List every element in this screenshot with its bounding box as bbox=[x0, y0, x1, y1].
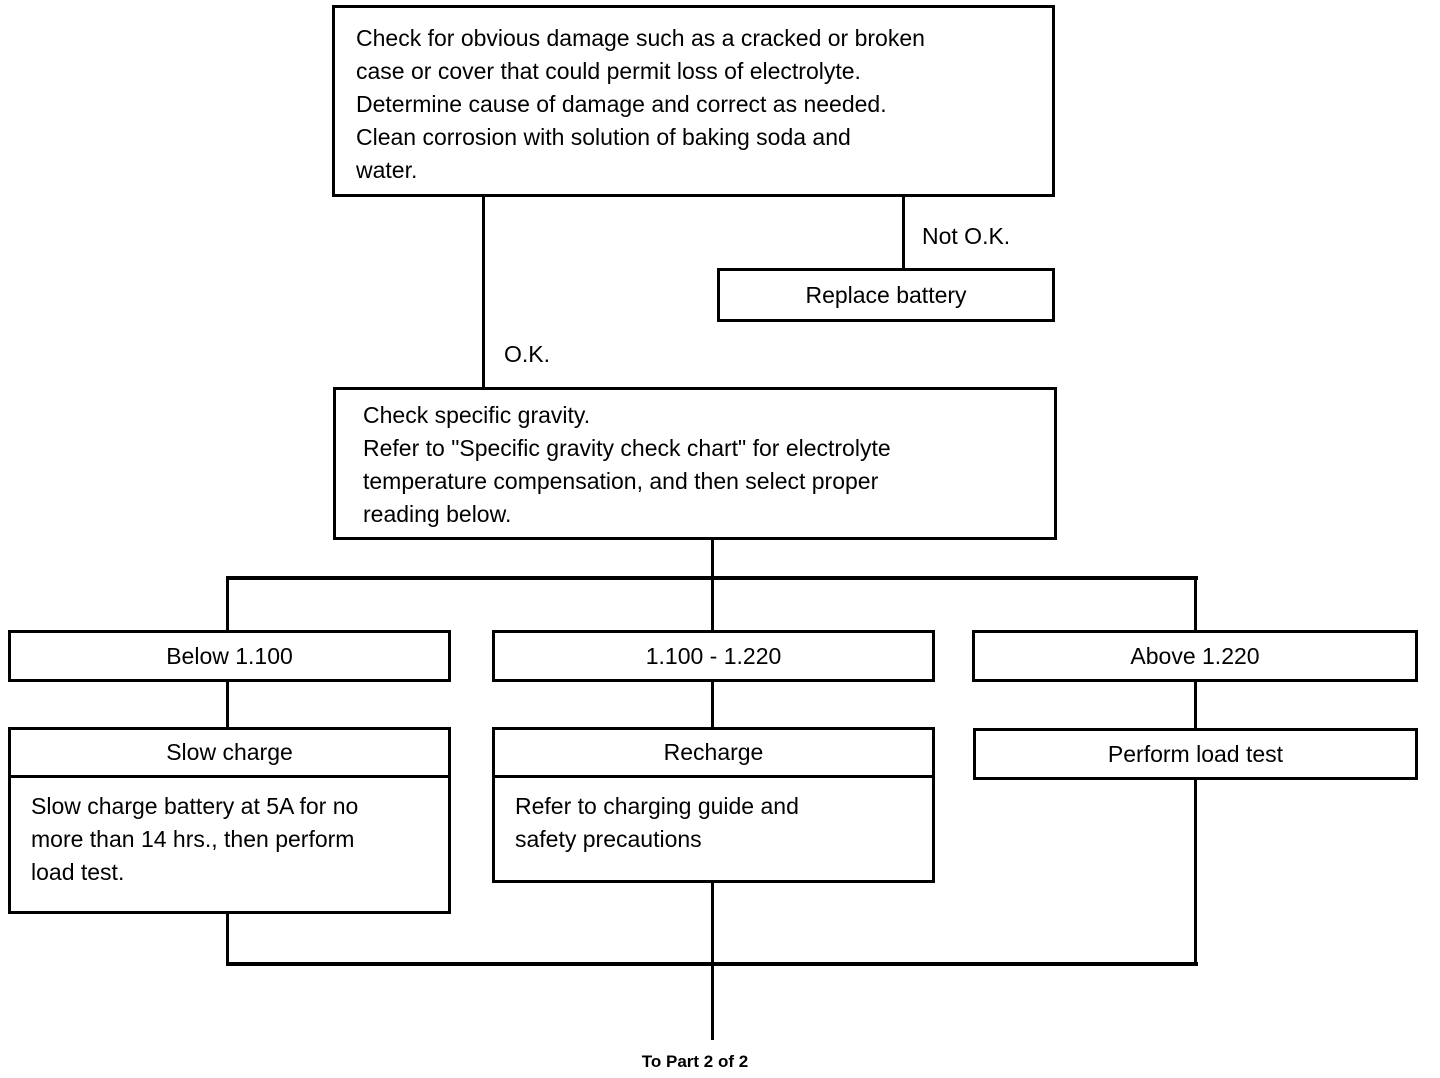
connector-ok bbox=[482, 197, 485, 387]
connector-branch-horizontal bbox=[226, 576, 1198, 580]
node-condition-above-1220: Above 1.220 bbox=[972, 630, 1418, 682]
connector-below-to-slow-charge bbox=[226, 682, 229, 728]
node-condition-1100-1220: 1.100 - 1.220 bbox=[492, 630, 935, 682]
recharge-title: Recharge bbox=[495, 730, 932, 778]
connector-gravity-stem bbox=[711, 540, 714, 632]
node-condition-below-1100: Below 1.100 bbox=[8, 630, 451, 682]
edge-label-ok: O.K. bbox=[504, 341, 551, 367]
connector-load-test-down bbox=[1194, 779, 1197, 965]
node-recharge: Recharge Refer to charging guide and saf… bbox=[492, 727, 935, 883]
connector-slow-charge-down bbox=[226, 913, 229, 965]
node-slow-charge: Slow charge Slow charge battery at 5A fo… bbox=[8, 727, 451, 914]
slow-charge-detail: Slow charge battery at 5A for no more th… bbox=[31, 793, 359, 885]
node-perform-load-test: Perform load test bbox=[973, 728, 1418, 780]
slow-charge-title: Slow charge bbox=[11, 730, 448, 778]
footer-label: To Part 2 of 2 bbox=[641, 1052, 749, 1071]
recharge-detail: Refer to charging guide and safety preca… bbox=[515, 793, 799, 852]
node-gravity-check: Check specific gravity. Refer to "Specif… bbox=[333, 387, 1057, 540]
connector-drop-right bbox=[1194, 576, 1197, 632]
connector-drop-left bbox=[226, 576, 229, 632]
connector-not-ok bbox=[902, 197, 905, 268]
connector-recharge-down bbox=[711, 882, 714, 1040]
connector-above-to-load-test bbox=[1194, 682, 1197, 728]
node-replace-battery: Replace battery bbox=[717, 268, 1055, 322]
edge-label-not-ok: Not O.K. bbox=[922, 223, 1011, 249]
node-damage-check: Check for obvious damage such as a crack… bbox=[332, 5, 1055, 197]
connector-range-to-recharge bbox=[711, 682, 714, 728]
connector-merge-horizontal bbox=[226, 962, 1198, 966]
